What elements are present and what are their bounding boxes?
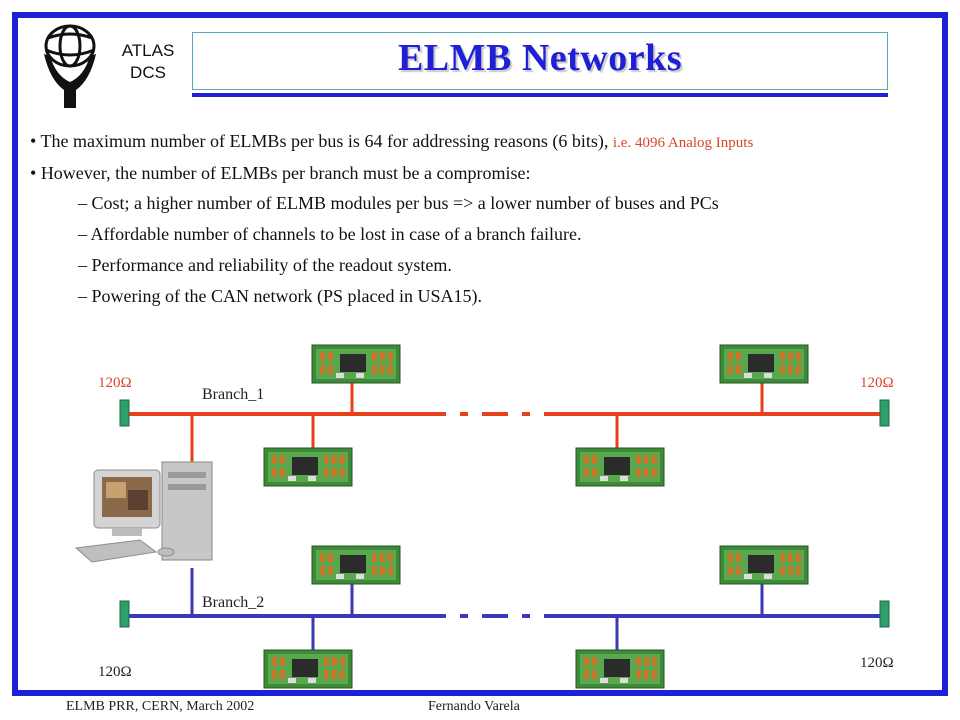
footer-event: ELMB PRR, CERN, March 2002 bbox=[66, 699, 255, 714]
sub-bullet-3: – Performance and reliability of the rea… bbox=[78, 255, 452, 275]
terminator-b2-left bbox=[119, 600, 130, 628]
computer-icon bbox=[74, 461, 213, 563]
branch1-label: Branch_1 bbox=[202, 386, 265, 403]
organization-label: ATLAS DCS bbox=[108, 40, 188, 84]
terminator-b1-left bbox=[119, 399, 130, 427]
elmb-board bbox=[263, 649, 353, 689]
terminator-b1-right bbox=[879, 399, 890, 427]
elmb-board bbox=[575, 447, 665, 487]
terminator-b2-right bbox=[879, 600, 890, 628]
bullet-1-highlight: i.e. 4096 Analog Inputs bbox=[612, 135, 754, 151]
sub-bullet-1: – Cost; a higher number of ELMB modules … bbox=[78, 193, 719, 213]
elmb-board bbox=[311, 344, 401, 384]
title-box bbox=[192, 32, 888, 90]
atlas-logo bbox=[44, 24, 96, 108]
bullet-2-text: However, the number of ELMBs per branch … bbox=[40, 163, 531, 183]
sub-bullet-2: – Affordable number of channels to be lo… bbox=[78, 224, 582, 244]
org-line-1: ATLAS bbox=[121, 41, 175, 60]
bullet-1-text: The maximum number of ELMBs per bus is 6… bbox=[40, 131, 609, 151]
footer-author: Fernando Varela bbox=[428, 699, 520, 714]
terminator-label-b1-left: 120Ω bbox=[98, 375, 132, 391]
bullet-2: • However, the number of ELMBs per branc… bbox=[30, 163, 531, 183]
elmb-board bbox=[719, 344, 809, 384]
terminator-label-b1-right: 120Ω bbox=[860, 375, 894, 391]
title-underline bbox=[192, 93, 888, 97]
terminator-label-b2-left: 120Ω bbox=[98, 664, 132, 680]
elmb-board bbox=[719, 545, 809, 585]
sub-bullet-4: – Powering of the CAN network (PS placed… bbox=[78, 286, 482, 306]
elmb-board bbox=[263, 447, 353, 487]
elmb-board bbox=[311, 545, 401, 585]
elmb-board bbox=[575, 649, 665, 689]
terminator-label-b2-right: 120Ω bbox=[860, 655, 894, 671]
bullet-1: • The maximum number of ELMBs per bus is… bbox=[30, 131, 754, 151]
page-title: ELMB Networks bbox=[397, 37, 683, 79]
branch2-label: Branch_2 bbox=[202, 594, 265, 611]
org-line-2: DCS bbox=[130, 63, 166, 82]
